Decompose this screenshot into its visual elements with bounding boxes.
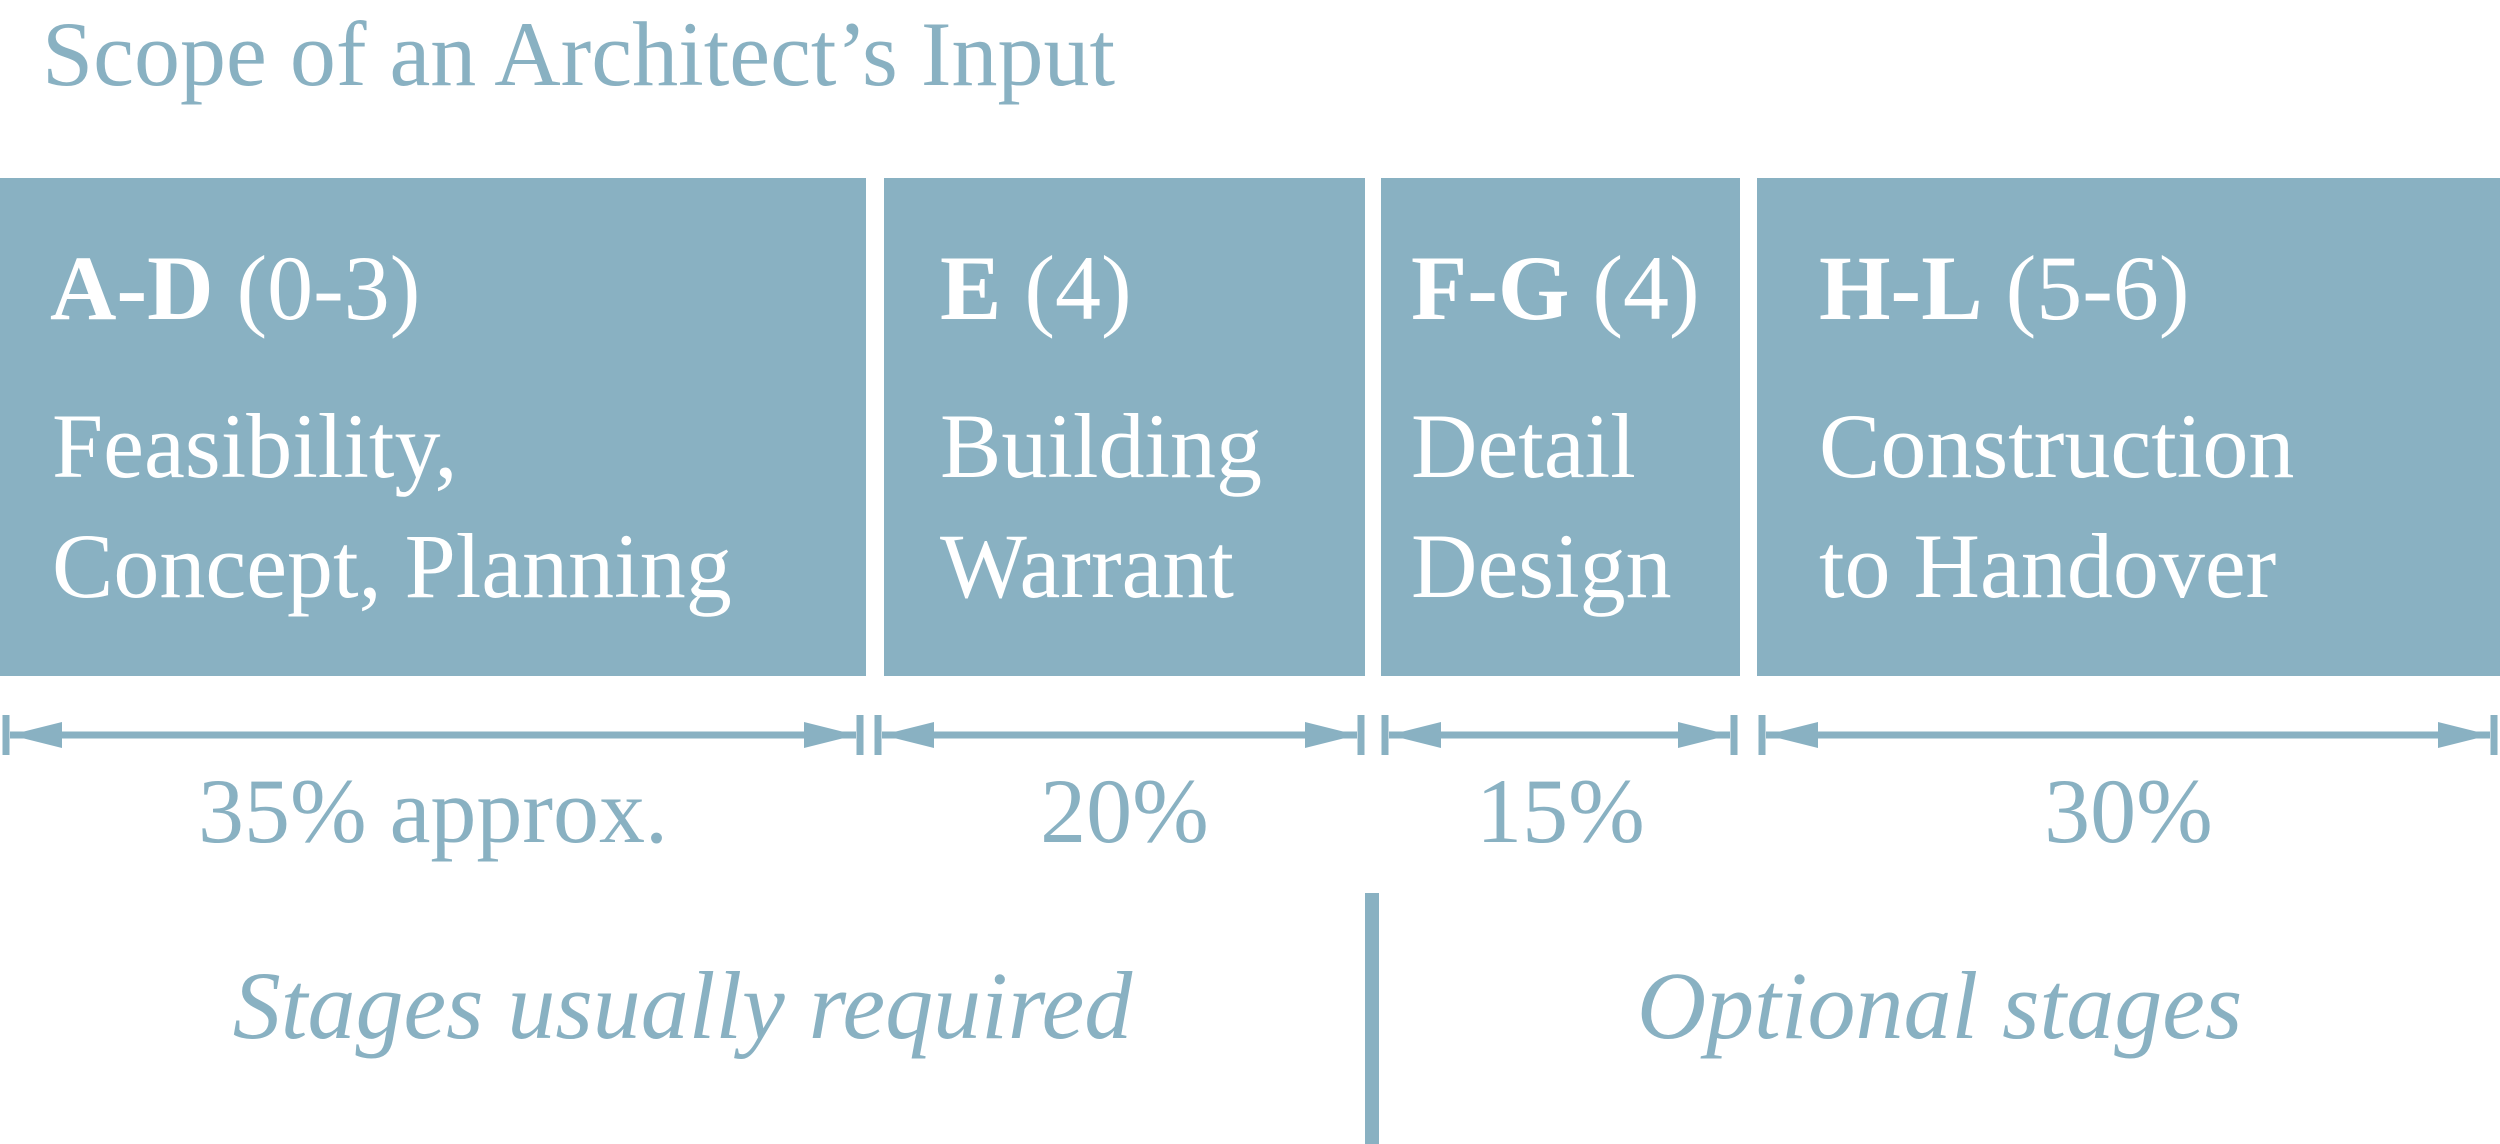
stage-code: E [940, 237, 1002, 339]
stage-name-line-2: Design [1411, 515, 1672, 617]
stage-block-e: E (4) Building Warrant [884, 178, 1365, 676]
stage-code-line: F-G (4) [1411, 233, 1700, 343]
stage-number: (4) [1592, 237, 1700, 339]
share-label-a-d: 35% approx. [197, 760, 669, 862]
stage-code: H-L [1819, 237, 1983, 339]
stage-block-a-d: A-D (0-3) Feasibility, Concept, Planning [0, 178, 866, 676]
stage-block-f-g: F-G (4) Detail Design [1381, 178, 1740, 676]
stage-name-line-2: to Handover [1819, 515, 2277, 617]
stage-name-line-1: Building [940, 395, 1263, 497]
share-label-h-l: 30% [2044, 760, 2213, 862]
stage-name: Construction to Handover [1819, 386, 2294, 626]
share-label-f-g: 15% [1476, 760, 1645, 862]
stage-name: Feasibility, Concept, Planning [52, 386, 732, 626]
stage-name-line-1: Detail [1411, 395, 1636, 497]
span-arrow-e [874, 715, 1365, 755]
stage-number: (0-3) [236, 237, 421, 339]
diagram-title: Scope of an Architect’s Input [42, 3, 1116, 105]
stage-name: Detail Design [1411, 386, 1672, 626]
stage-name: Building Warrant [940, 386, 1262, 626]
stage-code-line: A-D (0-3) [50, 233, 420, 343]
stage-number: (4) [1024, 237, 1132, 339]
required-stages-label: Stages usually required [232, 952, 1133, 1059]
span-arrow-h-l [1758, 715, 2498, 755]
stage-block-h-l: H-L (5-6) Construction to Handover [1757, 178, 2500, 676]
optional-stages-label: Optional stages [1636, 952, 2243, 1059]
stage-name-line-1: Construction [1819, 395, 2295, 497]
stage-code: A-D [50, 237, 214, 339]
span-arrows [2, 715, 2498, 755]
stage-code-line: H-L (5-6) [1819, 233, 2189, 343]
stage-code-line: E (4) [940, 233, 1132, 343]
group-divider [1365, 893, 1379, 1144]
span-arrow-f-g [1381, 715, 1738, 755]
stage-number: (5-6) [2005, 237, 2190, 339]
stage-code: F-G [1411, 237, 1570, 339]
stage-name-line-1: Feasibility, [52, 395, 458, 497]
stage-name-line-2: Warrant [940, 515, 1234, 617]
share-label-e: 20% [1040, 760, 1209, 862]
span-arrow-a-d [2, 715, 864, 755]
stage-name-line-2: Concept, Planning [52, 515, 732, 617]
